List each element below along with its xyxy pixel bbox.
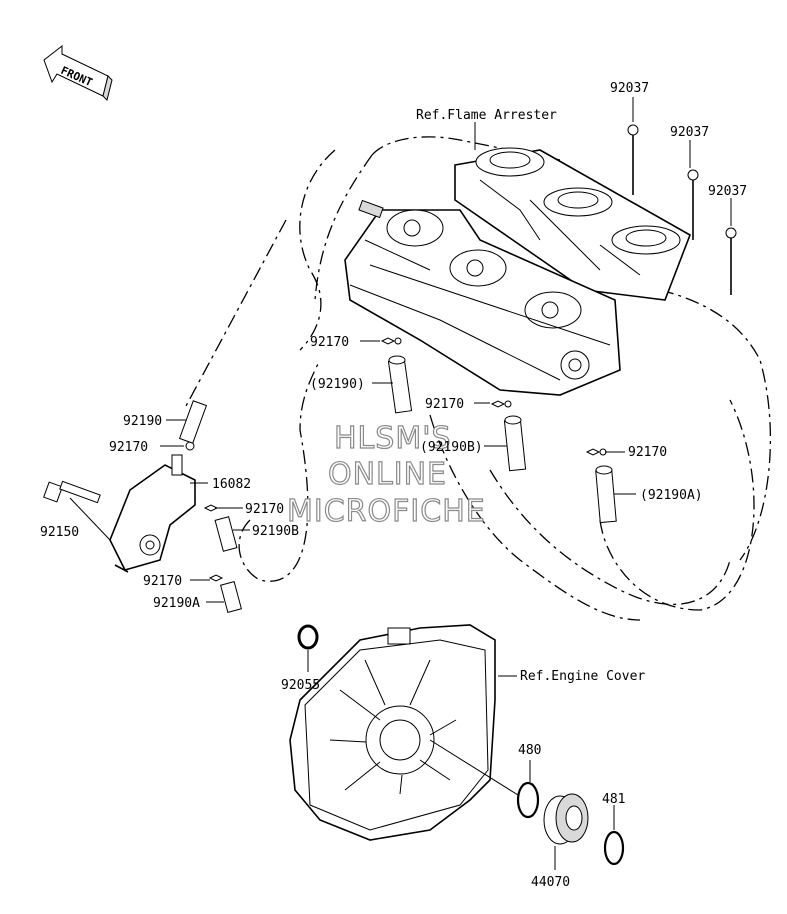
part-label-92037-c: 92037 <box>708 184 747 199</box>
bolt-92037-set <box>627 124 737 295</box>
part-label-481: 481 <box>602 792 625 807</box>
circlip-481 <box>603 830 625 866</box>
part-label-92190A-paren: (92190A) <box>640 488 703 503</box>
ref-engine-cover-label: Ref.Engine Cover <box>520 669 645 684</box>
part-labels: Ref.Flame Arrester Ref.Engine Cover 9203… <box>40 81 747 890</box>
part-label-92170-d: 92170 <box>109 440 148 455</box>
part-label-92170-e: 92170 <box>245 502 284 517</box>
watermark-line-3: MICROFICHE <box>287 494 486 529</box>
carburetor-assembly <box>344 199 621 396</box>
o-ring-92055 <box>297 624 319 650</box>
watermark-line-2: ONLINE <box>328 457 447 492</box>
part-label-92190: 92190 <box>123 414 162 429</box>
hose-92190A <box>595 465 617 524</box>
part-label-92055: 92055 <box>281 678 320 693</box>
part-label-92037-a: 92037 <box>610 81 649 96</box>
watermark: HLSM'S ONLINE MICROFICHE <box>286 420 486 529</box>
part-label-92190B: 92190B <box>252 524 299 539</box>
hose-92190 <box>387 355 413 414</box>
hose-92190B <box>503 415 527 472</box>
flame-arrester-ref <box>454 147 691 301</box>
part-label-92170-c: 92170 <box>628 445 667 460</box>
circlip-480 <box>516 781 540 819</box>
part-label-92170-b: 92170 <box>425 397 464 412</box>
bolt-92150 <box>43 480 101 504</box>
leader-lines <box>69 97 732 870</box>
ref-flame-arrester-label: Ref.Flame Arrester <box>416 108 557 123</box>
front-arrow-icon: FRONT <box>43 44 113 101</box>
part-label-92190-paren: (92190) <box>310 377 365 392</box>
part-label-92190A: 92190A <box>153 596 200 611</box>
part-label-92170-f: 92170 <box>143 574 182 589</box>
hose-routing <box>185 136 772 621</box>
hose-92190-left <box>178 400 208 444</box>
clamp-92170-set <box>185 337 607 582</box>
bearing-44070 <box>543 793 589 845</box>
part-label-16082: 16082 <box>212 477 251 492</box>
part-label-44070: 44070 <box>531 875 570 890</box>
engine-cover-ref <box>289 624 496 841</box>
watermark-line-1: HLSM'S <box>334 421 452 456</box>
part-label-92170-a: 92170 <box>310 335 349 350</box>
part-label-92150: 92150 <box>40 525 79 540</box>
part-label-92190B-paren: (92190B) <box>420 440 483 455</box>
part-label-480: 480 <box>518 743 541 758</box>
hose-92190A-left <box>220 581 242 613</box>
hose-92190B-left <box>214 516 238 552</box>
part-label-92037-b: 92037 <box>670 125 709 140</box>
valve-16082 <box>109 454 196 573</box>
